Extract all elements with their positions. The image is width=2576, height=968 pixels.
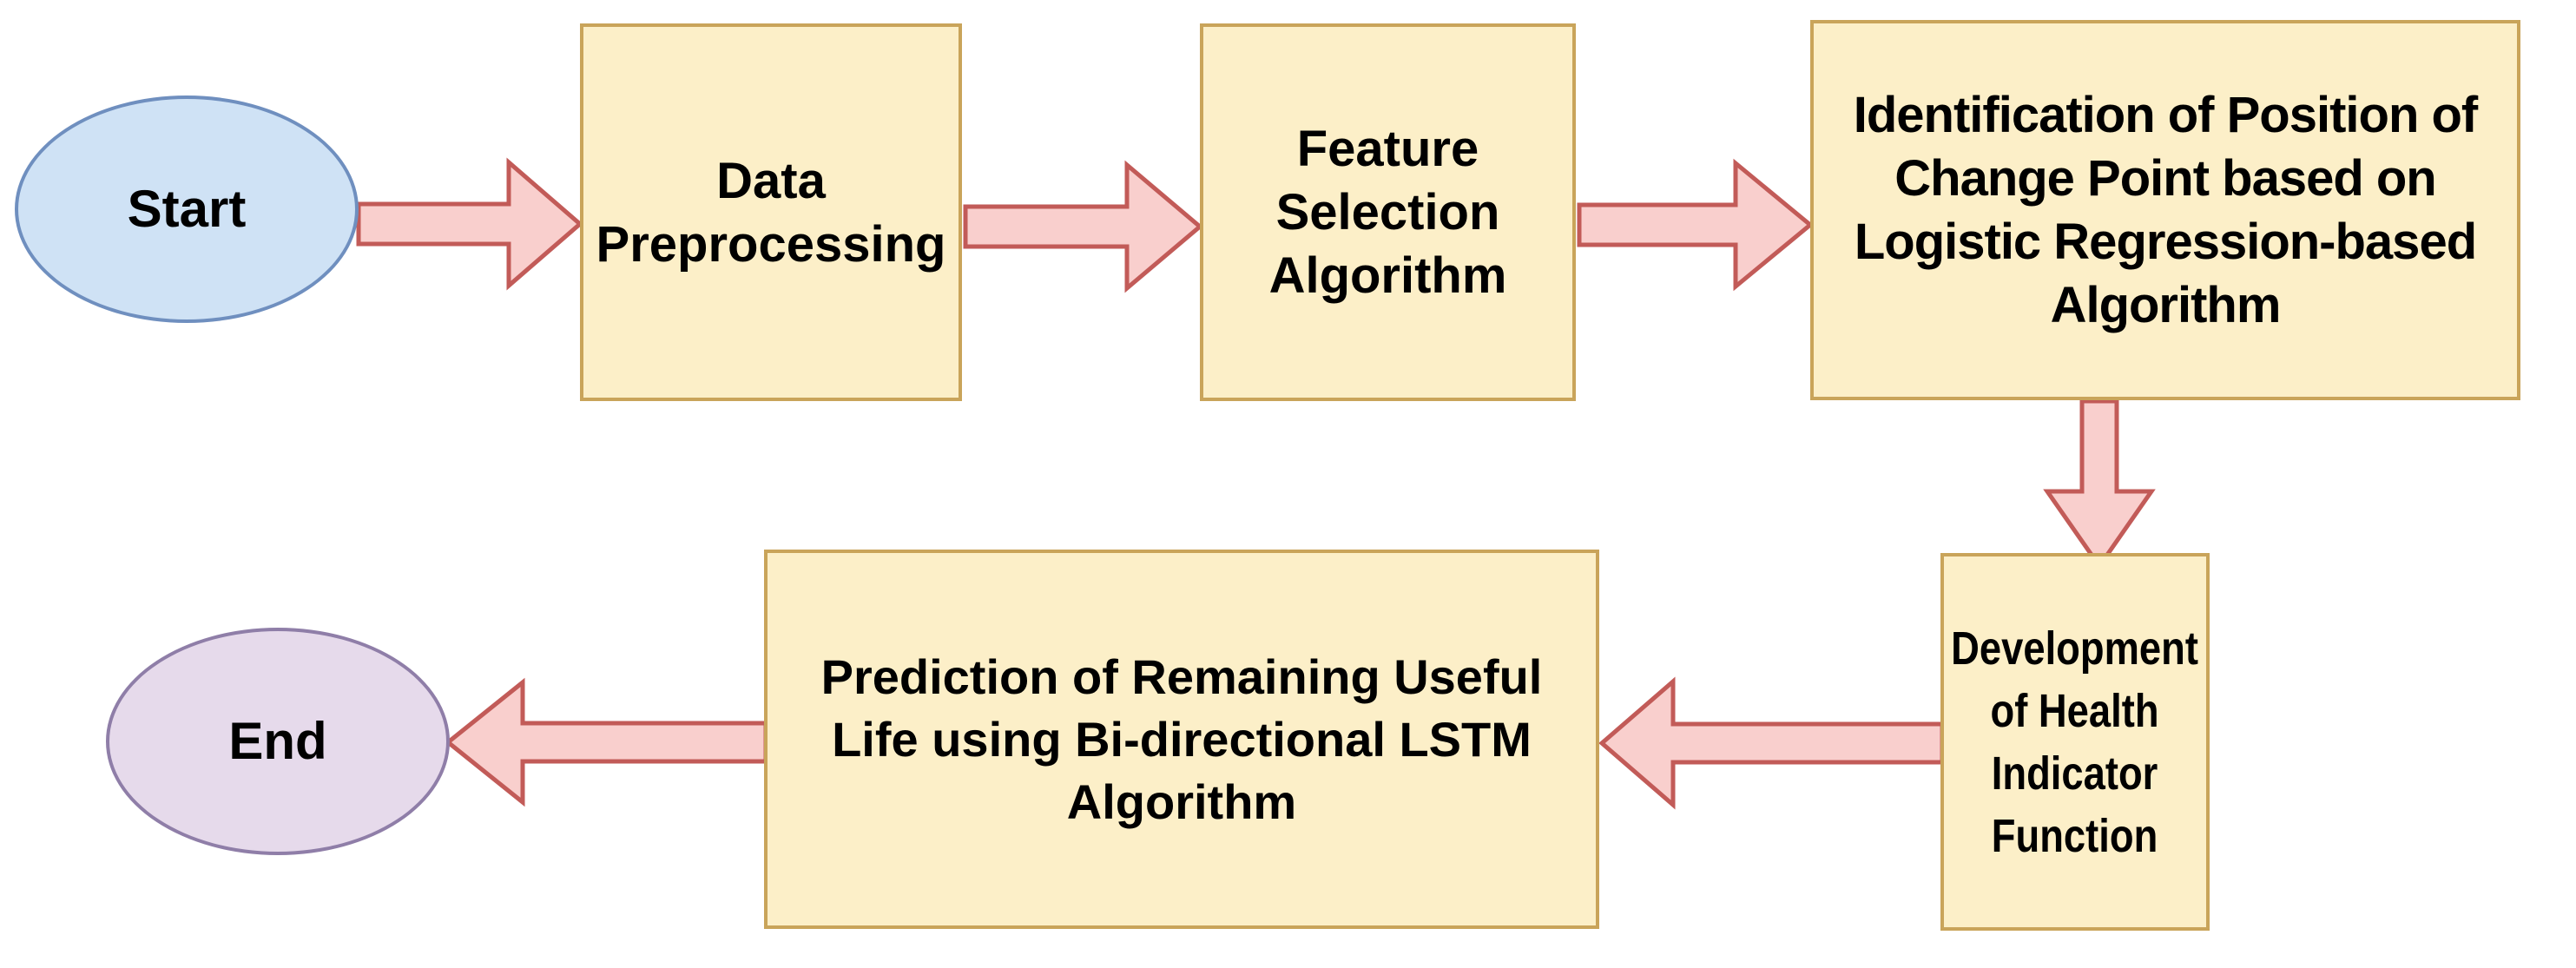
arrow-health-indicator-to-rul-prediction: [1598, 676, 1945, 810]
health-indicator-node: Development of Health Indicator Function: [1940, 553, 2210, 931]
feature-selection-node: Feature Selection Algorithm: [1200, 23, 1576, 401]
arrow-feature-selection-to-change-point: [1577, 158, 1814, 292]
end-node-label: End: [228, 712, 327, 770]
end-node: End: [106, 628, 450, 855]
start-node-label: Start: [127, 180, 247, 238]
arrow-change-point-to-health-indicator: [2043, 398, 2156, 570]
arrow-data-preprocessing-to-feature-selection: [963, 160, 1203, 293]
data-preprocessing-label: Data Preprocessing: [596, 152, 946, 273]
change-point-identification-label: Identification of Position of Change Poi…: [1853, 87, 2478, 333]
start-node: Start: [15, 95, 359, 323]
rul-prediction-label: Prediction of Remaining Useful Life usin…: [820, 649, 1543, 829]
change-point-identification-node: Identification of Position of Change Poi…: [1810, 20, 2520, 400]
health-indicator-label: Development of Health Indicator Function: [1951, 622, 2199, 862]
feature-selection-label: Feature Selection Algorithm: [1268, 121, 1507, 304]
arrow-start-to-data-preprocessing: [356, 157, 583, 291]
arrow-rul-prediction-to-end: [445, 677, 768, 807]
rul-prediction-node: Prediction of Remaining Useful Life usin…: [764, 550, 1599, 929]
data-preprocessing-node: Data Preprocessing: [580, 23, 962, 401]
